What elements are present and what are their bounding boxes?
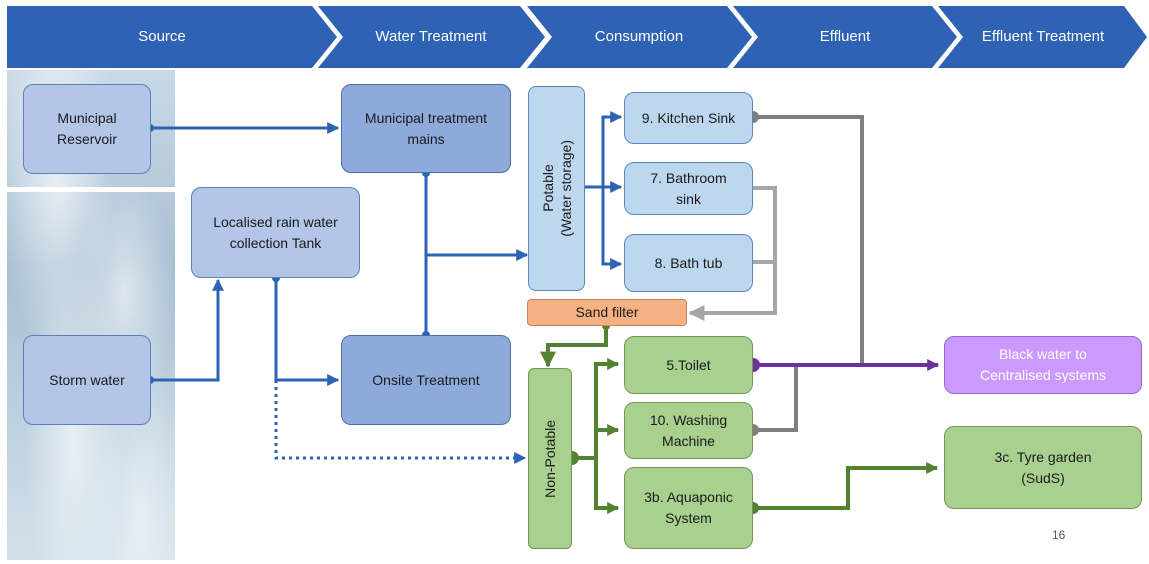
stage-label-consumption: Consumption bbox=[594, 27, 684, 45]
stage-chevron-effluent bbox=[733, 6, 957, 68]
flow-kitchen-to-black-water bbox=[753, 115, 864, 365]
stage-chevron-source bbox=[7, 6, 337, 68]
sand-filter-node: Sand filter bbox=[527, 299, 687, 326]
image-gap bbox=[7, 187, 175, 192]
black-water-node: Black water to Centralised systems bbox=[944, 336, 1142, 394]
page-number: 16 bbox=[1052, 528, 1066, 542]
flow-non-potable-to-toilet bbox=[572, 358, 620, 460]
tyre-garden-node: 3c. Tyre garden (SudS) bbox=[944, 426, 1142, 509]
bathroom-sink-node: 7. Bathroom sink bbox=[624, 162, 753, 215]
bath-tub-node: 8. Bath tub bbox=[624, 234, 753, 292]
storm-water-node: Storm water bbox=[23, 335, 151, 425]
flow-washing-to-black-water bbox=[753, 365, 798, 432]
non-potable-label: Non-Potable bbox=[541, 419, 558, 498]
aquaponic-system-node: 3b. Aquaponic System bbox=[624, 467, 753, 549]
onsite-treatment-node: Onsite Treatment bbox=[341, 335, 511, 425]
kitchen-sink-node: 9. Kitchen Sink bbox=[624, 92, 753, 144]
flow-sand-filter-to-non-potable bbox=[540, 326, 608, 368]
municipal-treatment-node: Municipal treatment mains bbox=[341, 84, 511, 173]
stage-label-source: Source bbox=[138, 27, 186, 45]
flow-storm-to-tank bbox=[150, 278, 224, 382]
stage-label-effluent-treatment: Effluent Treatment bbox=[981, 27, 1105, 45]
stage-chevron-water-treatment bbox=[318, 6, 545, 68]
flow-aquaponic-to-tyre-garden bbox=[753, 462, 939, 510]
toilet-node: 5.Toilet bbox=[624, 336, 753, 394]
stage-label-water-treatment: Water Treatment bbox=[375, 27, 487, 45]
flow-tank-to-onsite bbox=[274, 278, 340, 386]
flow-potable-to-kitchen bbox=[585, 111, 623, 189]
stage-chevron-effluent-treatment bbox=[938, 6, 1147, 68]
rain-water-tank-node: Localised rain water collection Tank bbox=[191, 187, 360, 278]
stage-chevron-consumption bbox=[527, 6, 752, 68]
stage-label-effluent: Effluent bbox=[819, 27, 871, 45]
potable-storage-label: Potable (Water storage) bbox=[539, 140, 574, 237]
non-potable-node: Non-Potable bbox=[528, 368, 572, 549]
municipal-reservoir-node: Municipal Reservoir bbox=[23, 84, 151, 174]
flow-tank-to-non-potable-dotted bbox=[274, 380, 527, 464]
potable-storage-node: Potable (Water storage) bbox=[528, 86, 585, 291]
flow-non-potable-to-aquaponic bbox=[594, 458, 620, 514]
flow-bathroom-bathtub-to-sand-filter bbox=[688, 186, 777, 321]
flow-potable-to-bathtub bbox=[601, 187, 623, 270]
washing-machine-node: 10. Washing Machine bbox=[624, 402, 753, 459]
